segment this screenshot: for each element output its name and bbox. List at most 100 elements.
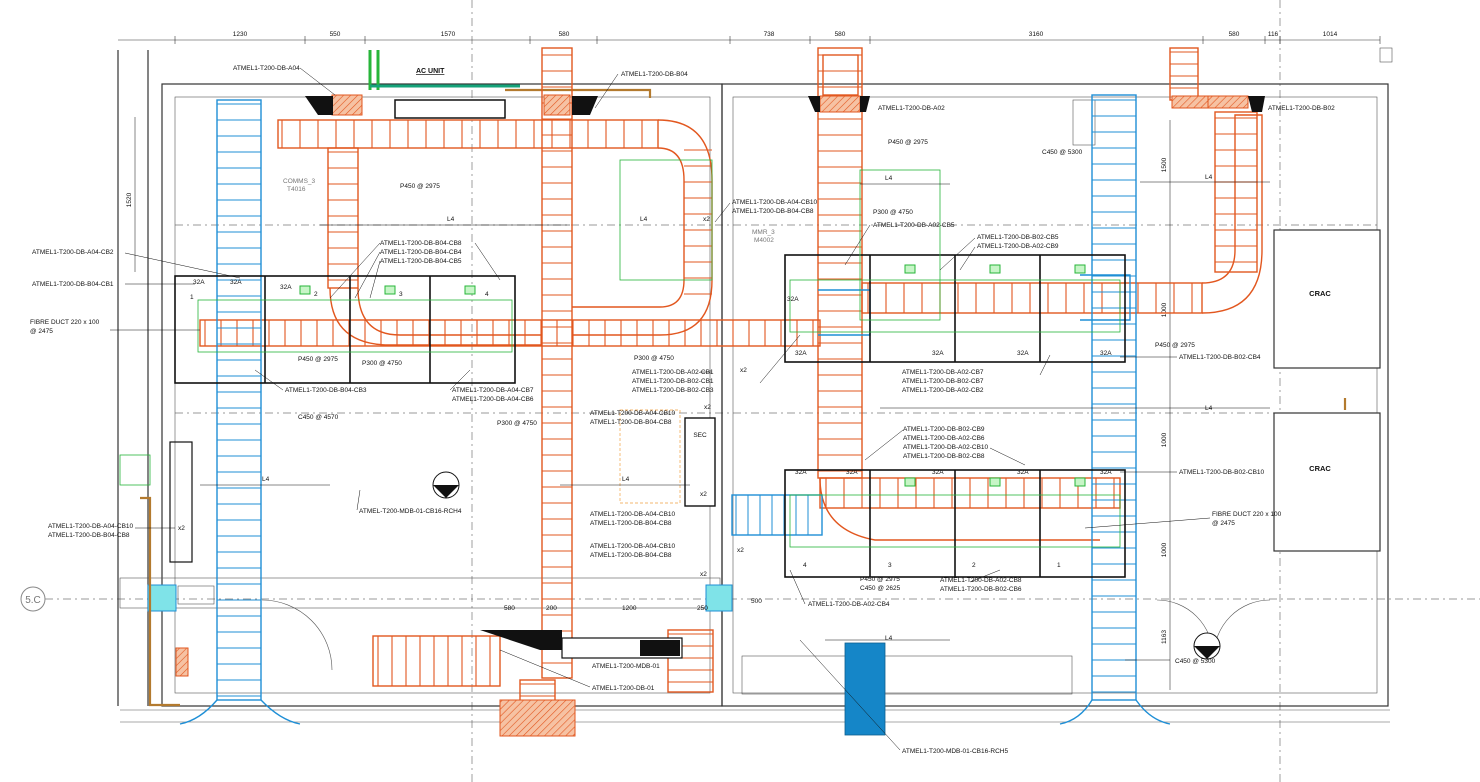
breaker-32a-9: 32A [795,469,807,476]
fibre-duct-label-2: FIBRE DUCT 220 x 100 [1212,511,1282,518]
rack-number-3: 3 [399,291,403,298]
rack-number-2b: 2 [972,562,976,569]
access-symbol-1 [432,471,460,499]
p450-label-5: P450 @ 2975 [860,576,900,583]
ann-b04-cb8-d: ATMEL1-T200-DB-B04-CB8 [590,552,672,559]
dim-1014: 1014 [1323,31,1338,38]
ann-b04-cb5: ATMEL1-T200-DB-B04-CB5 [380,258,462,265]
ann-b02-cb4: ATMEL1-T200-DB-B02-CB4 [1179,354,1261,361]
dim-550: 550 [330,31,341,38]
dim-580b: 580 [835,31,846,38]
ann-a02-cb7: ATMEL1-T200-DB-A02-CB7 [902,369,984,376]
mmr-room-code: M4002 [754,237,774,244]
ac-unit: AC UNIT [368,50,652,119]
ann-a04-cb7: ATMEL1-T200-DB-A04-CB7 [452,387,534,394]
tray-size-labels: P450 @ 2975 P450 @ 2975 P450 @ 2975 P450… [30,139,1282,665]
access-symbol-2 [1193,632,1221,660]
dim-250: 250 [697,605,708,612]
crac-unit-2: CRAC [1273,412,1381,552]
ann-a02-cb10: ATMEL1-T200-DB-A02-CB10 [903,444,989,451]
l4-label-7: L4 [622,476,630,483]
dim-1000b: 1000 [1161,432,1168,447]
x2-label-6: x2 [700,571,707,578]
grid-bubble-label: 5.C [25,595,41,606]
rack-rows [174,254,1126,578]
rack-number-4b: 4 [803,562,807,569]
sec-label: SEC [693,432,707,439]
mmr-room-name: MMR_3 [752,229,775,236]
ann-a02-cb5: ATMEL1-T200-DB-A02-CB5 [873,222,955,229]
ann-a02-cb2: ATMEL1-T200-DB-A02-CB2 [902,387,984,394]
pipe-left [119,398,1347,707]
rack-number-1: 1 [190,294,194,301]
dimension-string-top: 1230 550 1570 580 738 580 3160 580 116 1… [174,31,1381,44]
dim-1000c: 1000 [1161,542,1168,557]
ann-a02-cb1: ATMEL1-T200-DB-A02-CB1 [632,369,714,376]
ann-b04-cb8-a: ATMEL1-T200-DB-B04-CB8 [732,208,814,215]
dim-1230: 1230 [233,31,248,38]
x2-label-5: x2 [737,547,744,554]
breaker-32a-5: 32A [795,350,807,357]
ann-a04-cb10-b: ATMEL1-T200-DB-A04-CB10 [590,410,676,417]
fibre-duct-height-2: @ 2475 [1212,520,1235,527]
c450-label-3: C450 @ 5300 [1175,658,1216,665]
breaker-32a-4: 32A [787,296,799,303]
breaker-32a-8: 32A [1100,350,1112,357]
cable-tray-network [147,94,1171,725]
ann-b02-cb3: ATMEL1-T200-DB-B02-CB3 [632,387,714,394]
ann-a04-cb10-e: ATMEL1-T200-DB-A04-CB10 [48,523,134,530]
dim-1570: 1570 [441,31,456,38]
rack-number-4: 4 [485,291,489,298]
ann-db-a04: ATMEL1-T200-DB-A04 [233,65,300,72]
comms-room-code: T4016 [287,186,306,193]
ann-b02-cb9: ATMEL1-T200-DB-B02-CB9 [903,426,985,433]
cable-drop-boxes [175,94,1249,737]
crac-1-label: CRAC [1309,289,1331,298]
ann-db-b04: ATMEL1-T200-DB-B04 [621,71,688,78]
p450-label-1: P450 @ 2975 [400,183,440,190]
ann-a02-cb4: ATMEL1-T200-DB-A02-CB4 [808,601,890,608]
ac-unit-label: AC UNIT [416,68,445,75]
dim-116: 116 [1268,31,1279,38]
c450-label-2: C450 @ 5300 [1042,149,1083,156]
p450-label-3: P450 @ 2975 [888,139,928,146]
ann-a02-cb8: ATMEL1-T200-DB-A02-CB8 [940,577,1022,584]
ann-mdb-cb16-rch5: ATMEL1-T200-MDB-01-CB16-RCH5 [902,748,1008,755]
ann-a02-cb9: ATMEL1-T200-DB-A02-CB9 [977,243,1059,250]
crac-unit-1: CRAC [1273,229,1381,369]
ann-b04-cb8: ATMEL1-T200-DB-B04-CB8 [380,240,462,247]
grid-lines [45,0,1480,782]
ann-db-b02: ATMEL1-T200-DB-B02 [1268,105,1335,112]
breaker-32a-11: 32A [932,469,944,476]
c450-label-4: C450 @ 2625 [860,585,901,592]
ann-b02-cb10: ATMEL1-T200-DB-B02-CB10 [1179,469,1265,476]
x2-label-1: x2 [703,216,710,223]
breaker-32a-12: 32A [1017,469,1029,476]
ann-b04-cb1: ATMEL1-T200-DB-B04-CB1 [32,281,114,288]
grid-bubble: 5.C [20,586,46,612]
ann-b02-cb6: ATMEL1-T200-DB-B02-CB6 [940,586,1022,593]
ann-a04-cb10-c: ATMEL1-T200-DB-A04-CB10 [590,511,676,518]
comms-room-name: COMMS_3 [283,178,316,185]
dim-1163: 1163 [1161,630,1168,644]
l4-label-2: L4 [640,216,648,223]
ann-a04-cb10-d: ATMEL1-T200-DB-A04-CB10 [590,543,676,550]
dim-3160: 3160 [1029,31,1044,38]
ann-db01: ATMEL1-T200-DB-01 [592,685,655,692]
ann-b04-cb8-c: ATMEL1-T200-DB-B04-CB8 [590,520,672,527]
p300-label-3: P300 @ 4750 [873,209,913,216]
ann-a04-cb2: ATMEL1-T200-DB-A04-CB2 [32,249,114,256]
dim-1520: 1520 [126,192,133,207]
l4-label-5: L4 [1205,405,1213,412]
x2-label-3: x2 [704,404,711,411]
sec-cabinet: SEC [619,409,716,507]
ann-db-a02: ATMEL1-T200-DB-A02 [878,105,945,112]
p300-label-2: P300 @ 4750 [634,355,674,362]
fibre-duct-height-1: @ 2475 [30,328,53,335]
ann-b02-cb8: ATMEL1-T200-DB-B02-CB8 [903,453,985,460]
breaker-32a-7: 32A [1017,350,1029,357]
dim-580c: 580 [1229,31,1240,38]
dim-738: 738 [764,31,775,38]
walls [117,47,1393,736]
